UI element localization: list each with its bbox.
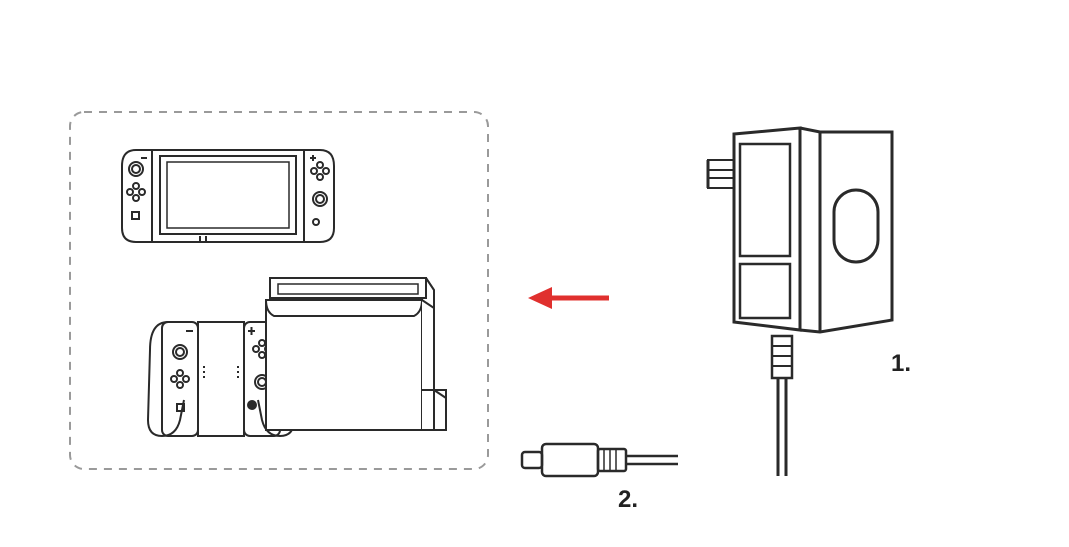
switch-dock-icon [265, 277, 447, 431]
switch-handheld-icon [121, 149, 335, 243]
left-arrow-icon [528, 287, 609, 309]
usb-c-cable-icon [520, 442, 678, 478]
step-1-label: 1. [891, 350, 912, 377]
step-2-label: 2. [618, 486, 639, 513]
ac-adapter-icon [706, 126, 894, 476]
devices-dashed-frame [69, 111, 489, 470]
